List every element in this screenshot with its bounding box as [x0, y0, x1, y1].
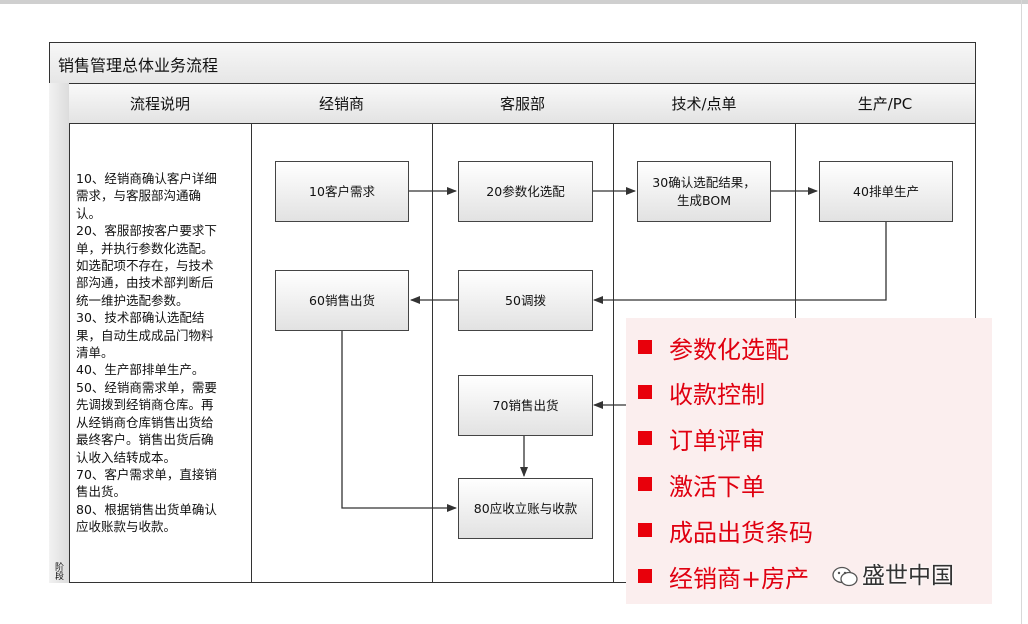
- note-line: 先调拨到经销商仓库。再: [76, 397, 214, 413]
- stage-label: 阶段: [53, 562, 63, 580]
- node-30-line-1: 30确认选配结果，: [652, 174, 756, 190]
- node-80-receivables: 80应收立账与收款: [458, 478, 593, 539]
- node-40-schedule-production: 40排单生产: [819, 161, 953, 222]
- lane-header-production: 生产/PC: [795, 84, 976, 124]
- stage-column: [49, 83, 70, 583]
- lane-divider: [613, 124, 614, 583]
- note-line: 认收入结转成本。: [76, 449, 177, 465]
- lane-divider: [251, 124, 252, 583]
- diagram-title-bar: [49, 42, 976, 84]
- note-line: 统一维护选配参数。: [76, 292, 189, 308]
- feature-item: 参数化选配: [638, 332, 789, 364]
- red-square-bullet-icon: [638, 477, 652, 491]
- note-line: 10、经销商确认客户详细: [76, 171, 217, 186]
- node-20-parametric-config: 20参数化选配: [458, 161, 593, 222]
- diagram-title: 销售管理总体业务流程: [58, 56, 219, 75]
- note-line: 最终客户。销售出货后确: [76, 432, 214, 448]
- feature-item: 成品出货条码: [638, 515, 813, 547]
- wechat-icon: [832, 566, 858, 586]
- red-square-bullet-icon: [638, 431, 652, 445]
- note-line: 40、生产部排单生产。: [76, 362, 205, 378]
- page-top-border: [0, 0, 1028, 4]
- watermark: 盛世中国: [832, 556, 954, 590]
- feature-text: 收款控制: [669, 380, 765, 409]
- note-line: 果，自动生成成品门物料: [76, 327, 214, 343]
- note-line: 70、客户需求单，直接销: [76, 466, 217, 482]
- page-right-border: [1021, 0, 1022, 624]
- note-line: 需求，与客服部沟通确: [76, 188, 202, 204]
- note-line: 售出货。: [76, 484, 127, 500]
- watermark-text: 盛世中国: [862, 563, 954, 589]
- note-line: 20、客服部按客户要求下: [76, 223, 217, 239]
- feature-text: 参数化选配: [669, 335, 789, 364]
- node-60-sales-shipment: 60销售出货: [275, 270, 409, 331]
- note-line: 部沟通，由技术部判断后: [76, 275, 214, 291]
- note-line: 应收账款与收款。: [76, 519, 177, 535]
- node-50-transfer: 50调拨: [458, 270, 593, 331]
- lane-header-customer-service: 客服部: [432, 84, 614, 124]
- note-line: 80、根据销售出货单确认: [76, 501, 217, 517]
- note-line: 单，并执行参数化选配。: [76, 240, 214, 256]
- note-line: 50、经销商需求单，需要: [76, 379, 217, 395]
- feature-text: 成品出货条码: [669, 518, 813, 547]
- red-square-bullet-icon: [638, 385, 652, 399]
- feature-item: 订单评审: [638, 423, 765, 455]
- red-square-bullet-icon: [638, 523, 652, 537]
- note-line: 清单。: [76, 345, 114, 361]
- lane-divider: [432, 124, 433, 583]
- arrow-60-to-80: [341, 331, 457, 512]
- lane-header-dealer: 经销商: [251, 84, 433, 124]
- note-line: 如选配项不存在，与技术: [76, 258, 214, 274]
- node-30-confirm-config: 30确认选配结果， 生成BOM: [637, 161, 771, 222]
- process-notes: 10、经销商确认客户详细 需求，与客服部沟通确 认。 20、客服部按客户要求下 …: [76, 170, 240, 536]
- note-line: 认。: [76, 205, 102, 221]
- feature-text: 激活下单: [669, 472, 765, 501]
- lane-header-tech-order: 技术/点单: [613, 84, 796, 124]
- feature-item: 激活下单: [638, 469, 765, 501]
- feature-overlay-panel: [626, 318, 992, 604]
- feature-item: 经销商+房产: [638, 561, 810, 593]
- feature-text: 经销商+房产: [669, 564, 810, 593]
- feature-item: 收款控制: [638, 377, 765, 409]
- red-square-bullet-icon: [638, 569, 652, 583]
- feature-text: 订单评审: [669, 426, 765, 455]
- note-line: 从经销商仓库销售出货给: [76, 414, 214, 430]
- red-square-bullet-icon: [638, 340, 652, 354]
- node-10-customer-demand: 10客户需求: [275, 161, 409, 222]
- note-line: 30、技术部确认选配结: [76, 310, 205, 326]
- arrow-40-to-50: [593, 222, 887, 304]
- node-70-sales-shipment: 70销售出货: [458, 375, 593, 436]
- node-30-line-2: 生成BOM: [677, 192, 731, 208]
